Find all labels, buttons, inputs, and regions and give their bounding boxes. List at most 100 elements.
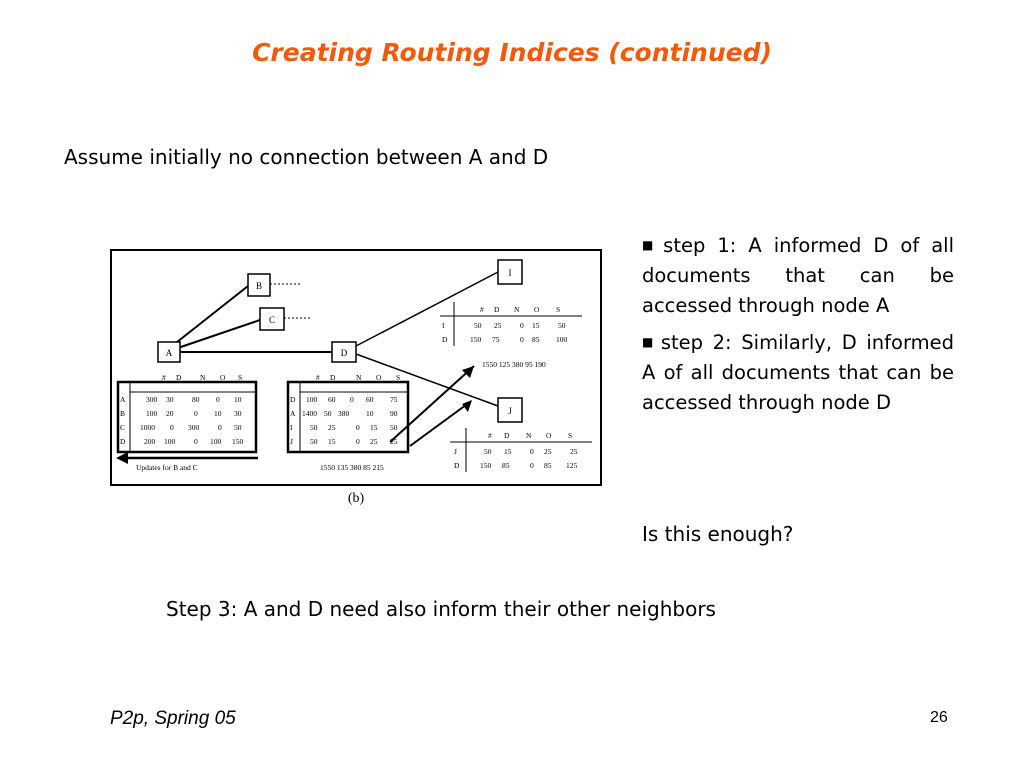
svg-text:85: 85 [532, 335, 540, 344]
page-number: 26 [930, 709, 948, 726]
svg-text:0: 0 [350, 395, 354, 404]
svg-text:150: 150 [470, 335, 482, 344]
svg-text:0: 0 [194, 409, 198, 418]
updates-arrowhead [116, 452, 128, 464]
svg-text:100: 100 [210, 437, 222, 446]
footer-course: P2p, Spring 05 [110, 708, 236, 729]
svg-text:#: # [162, 373, 166, 382]
svg-text:1400: 1400 [302, 409, 317, 418]
svg-text:S: S [396, 373, 400, 382]
step-3-text: Step 3: A and D need also inform their o… [166, 597, 716, 621]
svg-text:D: D [290, 395, 296, 404]
svg-text:100: 100 [164, 437, 176, 446]
svg-text:0: 0 [216, 395, 220, 404]
svg-text:15: 15 [370, 423, 378, 432]
step-list: ■step 1: A informed D of all documents t… [642, 230, 954, 424]
svg-text:50: 50 [484, 447, 492, 456]
svg-text:C: C [120, 423, 125, 432]
svg-text:50: 50 [310, 437, 318, 446]
svg-text:N: N [514, 305, 520, 314]
step-1-bullet: ■step 1: A informed D of all documents t… [642, 230, 954, 321]
svg-text:15: 15 [532, 321, 540, 330]
svg-text:0: 0 [218, 423, 222, 432]
svg-text:A: A [120, 395, 126, 404]
svg-text:60: 60 [328, 395, 336, 404]
svg-text:200: 200 [144, 437, 156, 446]
svg-text:10: 10 [366, 409, 374, 418]
svg-text:B: B [120, 409, 125, 418]
step-2-text: step 2: Similarly, D informed A of all d… [642, 331, 954, 414]
svg-text:0: 0 [520, 321, 524, 330]
svg-text:150: 150 [480, 461, 492, 470]
svg-text:D: D [494, 305, 500, 314]
svg-text:S: S [568, 431, 572, 440]
svg-text:50: 50 [310, 423, 318, 432]
svg-text:300: 300 [146, 395, 158, 404]
svg-text:O: O [376, 373, 382, 382]
svg-text:O: O [534, 305, 540, 314]
svg-text:20: 20 [166, 409, 174, 418]
svg-text:15: 15 [504, 447, 512, 456]
svg-text:D: D [454, 461, 460, 470]
svg-text:0: 0 [530, 447, 534, 456]
node-d: D [331, 341, 357, 363]
svg-text:85: 85 [544, 461, 552, 470]
svg-text:50: 50 [234, 423, 242, 432]
svg-text:150: 150 [232, 437, 244, 446]
svg-text:0: 0 [194, 437, 198, 446]
node-i: I [497, 259, 523, 285]
node-b: B [247, 273, 271, 297]
svg-text:15: 15 [328, 437, 336, 446]
svg-text:10: 10 [234, 395, 242, 404]
svg-text:D: D [341, 348, 348, 358]
svg-text:75: 75 [492, 335, 500, 344]
svg-text:50: 50 [324, 409, 332, 418]
svg-text:0: 0 [356, 437, 360, 446]
svg-text:O: O [546, 431, 552, 440]
svg-text:90: 90 [390, 409, 398, 418]
svg-text:25: 25 [570, 447, 578, 456]
svg-text:100: 100 [306, 395, 318, 404]
svg-text:30: 30 [234, 409, 242, 418]
svg-text:A: A [166, 348, 173, 358]
svg-text:S: S [238, 373, 242, 382]
node-a: A [157, 341, 181, 363]
svg-text:25: 25 [370, 437, 378, 446]
svg-text:#: # [480, 305, 484, 314]
svg-text:O: O [220, 373, 226, 382]
figure-frame [110, 249, 602, 486]
svg-text:25: 25 [494, 321, 502, 330]
svg-text:50: 50 [390, 423, 398, 432]
svg-text:25: 25 [390, 437, 398, 446]
svg-text:B: B [256, 281, 262, 291]
svg-text:N: N [200, 373, 206, 382]
square-bullet-icon: ■ [642, 335, 657, 349]
arrow-update-to-i [389, 365, 475, 443]
svg-text:J: J [290, 437, 293, 446]
svg-text:50: 50 [558, 321, 566, 330]
arrow-update-to-j [409, 401, 471, 447]
sum-d-to-i: 1550 125 380 95 190 [482, 360, 546, 369]
svg-text:#: # [316, 373, 320, 382]
node-j: J [497, 397, 523, 423]
svg-text:D: D [176, 373, 182, 382]
svg-text:S: S [556, 305, 560, 314]
svg-text:85: 85 [502, 461, 510, 470]
slide-title: Creating Routing Indices (continued) [252, 38, 772, 67]
svg-text:0: 0 [356, 423, 360, 432]
svg-text:I: I [509, 268, 512, 278]
svg-text:30: 30 [166, 395, 174, 404]
square-bullet-icon: ■ [642, 238, 660, 252]
svg-text:0: 0 [530, 461, 534, 470]
svg-text:25: 25 [544, 447, 552, 456]
svg-text:80: 80 [192, 395, 200, 404]
figure-caption: (b) [348, 491, 365, 506]
assumption-text: Assume initially no connection between A… [64, 145, 549, 169]
svg-text:0: 0 [520, 335, 524, 344]
arrowhead-to-i [462, 366, 474, 378]
svg-text:D: D [442, 335, 448, 344]
svg-text:I: I [442, 321, 445, 330]
svg-text:D: D [330, 373, 336, 382]
